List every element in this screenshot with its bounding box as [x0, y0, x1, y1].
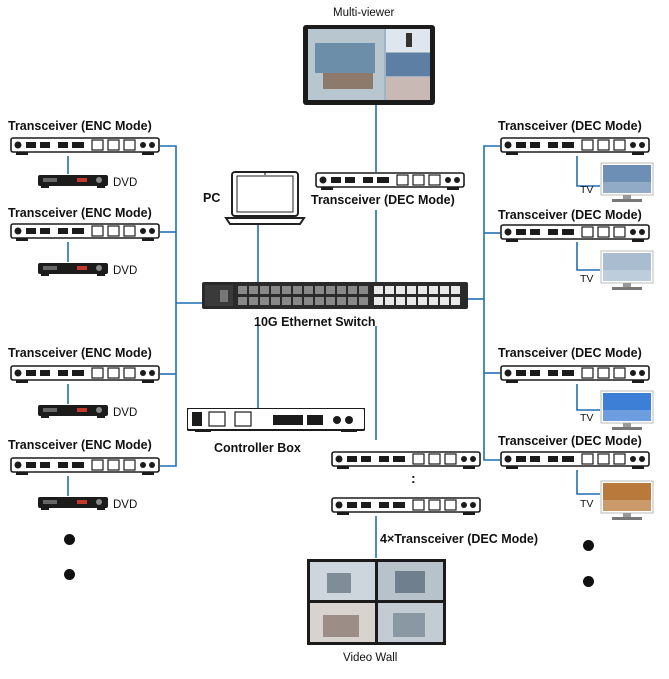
tv-4 [600, 480, 654, 520]
video-wall-label: Video Wall [343, 652, 398, 664]
dvd-label-4: DVD [113, 499, 138, 511]
dec-transceiver-1 [500, 137, 650, 155]
tv-3 [600, 390, 654, 430]
left-title-2: Transceiver (ENC Mode) [8, 206, 152, 220]
multiviewer-label: Multi-viewer [333, 7, 395, 19]
wall-transceiver-1 [331, 451, 481, 469]
center-dec-label: Transceiver (DEC Mode) [311, 193, 455, 207]
dvd-label-3: DVD [113, 407, 138, 419]
tv-label-2: TV [580, 273, 594, 285]
controller-box [187, 408, 365, 432]
multiviewer-monitor [303, 25, 435, 105]
wall-transceiver-2 [331, 497, 481, 515]
tv-label-4: TV [580, 498, 594, 510]
more-dot [583, 540, 594, 551]
pc-laptop [224, 171, 306, 225]
more-dot [64, 569, 75, 580]
pc-label: PC [203, 191, 221, 205]
dec-transceiver-4 [500, 451, 650, 469]
enc-transceiver-2 [10, 223, 160, 241]
tv-label-3: TV [580, 412, 594, 424]
switch-label: 10G Ethernet Switch [254, 315, 376, 329]
more-dot [583, 576, 594, 587]
dec-transceiver-3 [500, 365, 650, 383]
dvd-player-4 [38, 497, 108, 510]
right-title-1: Transceiver (DEC Mode) [498, 119, 642, 133]
enc-transceiver-3 [10, 365, 160, 383]
dvd-label-2: DVD [113, 265, 138, 277]
controller-label: Controller Box [214, 441, 301, 455]
right-title-4: Transceiver (DEC Mode) [498, 434, 642, 448]
wall-ellipsis: : [411, 470, 416, 486]
dvd-player-3 [38, 405, 108, 418]
right-title-3: Transceiver (DEC Mode) [498, 346, 642, 360]
left-title-4: Transceiver (ENC Mode) [8, 438, 152, 452]
dvd-player-2 [38, 263, 108, 276]
enc-transceiver-1 [10, 137, 160, 155]
tv-1 [600, 162, 654, 202]
center-dec-transceiver [315, 172, 465, 190]
dec-transceiver-2 [500, 224, 650, 242]
right-title-2: Transceiver (DEC Mode) [498, 208, 642, 222]
wall-tx-label: 4×Transceiver (DEC Mode) [380, 532, 539, 546]
dvd-label-1: DVD [113, 177, 138, 189]
dvd-player-1 [38, 175, 108, 188]
tv-label-1: TV [580, 184, 594, 196]
left-title-1: Transceiver (ENC Mode) [8, 119, 152, 133]
left-title-3: Transceiver (ENC Mode) [8, 346, 152, 360]
more-dot [64, 534, 75, 545]
enc-transceiver-4 [10, 457, 160, 475]
ethernet-switch [202, 282, 468, 309]
video-wall [307, 559, 446, 645]
tv-2 [600, 250, 654, 290]
